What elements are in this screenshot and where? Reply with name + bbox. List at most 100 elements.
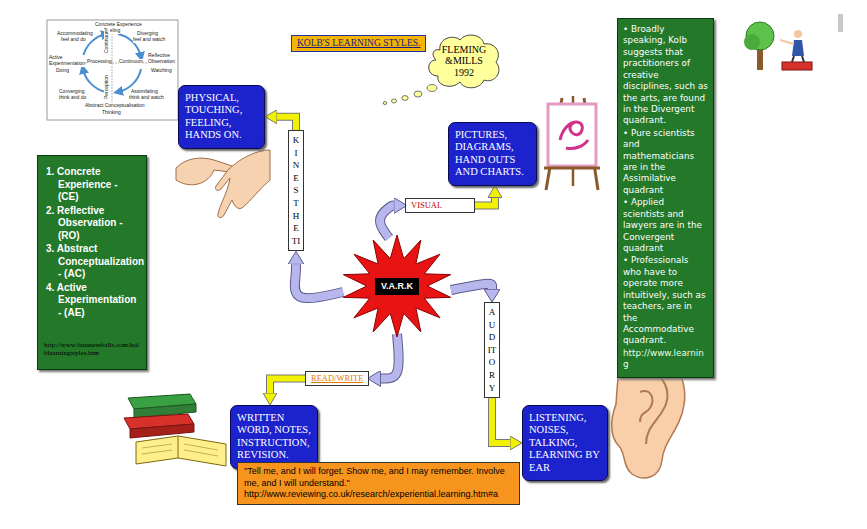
figure-label: think and watch — [129, 95, 164, 101]
node-text: WRITTEN WORD, NOTES, INSTRUCTION, REVISI… — [237, 412, 311, 462]
thought-cloud: FLEMING &MILLS 1992 — [426, 32, 502, 90]
cloud-bubbles-part — [414, 91, 422, 97]
arrow-body — [451, 284, 492, 290]
figure-label: Active Experimentation — [49, 55, 85, 67]
easel-clipart — [544, 96, 600, 190]
arrow-connector — [381, 334, 399, 379]
figure-label: Processing — [87, 59, 112, 65]
arrow-outline — [451, 284, 492, 290]
node-text: AUDITORY — [488, 306, 497, 394]
node-text: 4. Active Experimentation - (AE) — [44, 282, 140, 320]
tree-person-clipart-part — [782, 62, 812, 70]
vertical-label-box: AUDITORY — [484, 302, 500, 398]
kolb-cycle-figure-part — [83, 34, 106, 57]
kolb-cycle-figure-part — [112, 33, 113, 103]
arrow-outline — [380, 206, 394, 238]
arrow-connector — [270, 379, 305, 393]
arrow-outline — [277, 117, 296, 130]
tree-person-clipart-part — [757, 48, 763, 70]
arrow-connector — [492, 398, 510, 443]
figure-label: Accommodating — [57, 31, 93, 37]
style-box: WRITTEN WORD, NOTES, INSTRUCTION, REVISI… — [230, 405, 318, 469]
figure-label: Continuum — [104, 29, 110, 53]
arrow-body — [381, 334, 399, 379]
arrow-outline — [492, 398, 510, 443]
figure-label: Thinking — [102, 110, 121, 116]
figure-label: Diverging — [137, 31, 158, 37]
ear-clipart-part — [636, 371, 668, 444]
node-text: • Broadly speaking, Kolb suggests that p… — [623, 24, 708, 127]
title-box: KOLB'S LEARNING STYLES. — [291, 35, 426, 52]
cloud-bubbles-part — [383, 102, 387, 105]
hands-clipart-part — [215, 150, 270, 218]
arrow-body — [492, 398, 510, 443]
easel-clipart-part — [560, 122, 588, 149]
arrow-body — [270, 379, 305, 393]
figure-label: Perception — [104, 75, 110, 99]
vertical-label-box: KINESTHETI — [288, 130, 304, 251]
easel-clipart-part — [544, 167, 600, 170]
books-clipart-part — [178, 436, 179, 458]
node-text: 1. Concrete Experience - (CE) — [44, 166, 140, 204]
kolb-cycle-figure-part — [83, 69, 106, 92]
books-clipart-part — [136, 436, 226, 466]
easel-clipart-part — [548, 104, 596, 166]
arrow-connector — [277, 117, 296, 130]
books-clipart-part — [142, 444, 218, 456]
tree-person-clipart-part — [792, 40, 804, 56]
kolb-cycle-figure — [47, 20, 178, 120]
style-box: PICTURES, DIAGRAMS, HAND OUTS AND CHARTS… — [448, 122, 537, 186]
figure-label: Abstract Conceptualisation — [85, 103, 144, 109]
node-text: • Pure scientists and mathematicians are… — [623, 128, 708, 197]
figure-label: feel and watch — [133, 37, 165, 43]
style-box: LISTENING, NOISES, TALKING, LEARNING BY … — [522, 405, 608, 481]
cloud-bubbles — [383, 85, 437, 105]
note-panel: • Broadly speaking, Kolb suggests that p… — [617, 18, 714, 378]
tree-person-clipart — [744, 22, 812, 70]
node-text: FLEMING &MILLS 1992 — [438, 44, 490, 79]
hands-clipart — [176, 150, 270, 218]
star-shape — [343, 235, 450, 337]
node-text: • Applied scientists and lawyers are in … — [623, 197, 708, 254]
node-text: READ/WRITE — [311, 373, 363, 384]
label-box: READ/WRITE — [305, 371, 369, 386]
arrow-outline — [475, 198, 495, 206]
arrow-connector — [295, 264, 343, 298]
tree-person-clipart-part — [794, 30, 802, 38]
figure-label: Continuum — [119, 59, 143, 65]
cloud-bubbles-part — [392, 99, 397, 103]
arrow-connector — [451, 284, 492, 290]
books-clipart — [124, 394, 226, 466]
quote-box: "Tell me, and I will forget. Show me, an… — [237, 462, 520, 505]
arrow-outline — [270, 379, 305, 393]
node-text: PHYSICAL, TOUCHING, FEELING, HANDS ON. — [185, 92, 258, 142]
figure-label: Watching — [151, 68, 172, 74]
figure-label: think and do — [59, 95, 86, 101]
cloud-bubbles-part — [402, 96, 408, 101]
arrow-outline — [295, 264, 343, 298]
arrow-body — [295, 264, 343, 298]
books-clipart-part — [130, 424, 194, 438]
node-text: LISTENING, NOISES, TALKING, LEARNING BY … — [529, 412, 601, 474]
node-text: http://www.reviewing.co.uk/research/expe… — [244, 489, 513, 501]
scroll-mark — [838, 14, 843, 32]
arrow-body — [380, 206, 394, 238]
node-text: "Tell me, and I will forget. Show me, an… — [244, 466, 513, 489]
node-text: 3. Abstract Conceptualization - (AC) — [44, 243, 140, 281]
arrow-outline — [381, 334, 399, 379]
label-box: VISUAL — [405, 198, 475, 213]
tree-person-clipart-part — [744, 34, 760, 50]
figure-label: Assimilating — [131, 89, 158, 95]
node-text: KINESTHETI — [292, 134, 301, 247]
style-box: PHYSICAL, TOUCHING, FEELING, HANDS ON. — [178, 85, 265, 149]
cloud-bubbles-part — [427, 85, 437, 92]
star-burst: V.A.R.K — [341, 234, 453, 338]
node-text: V.A.R.K — [375, 278, 419, 295]
arrow-connector — [380, 206, 394, 238]
figure-label: Doing — [56, 68, 69, 74]
node-text: http://www.learning — [623, 348, 708, 371]
list-panel: 1. Concrete Experience - (CE)2. Reflecti… — [37, 155, 147, 370]
arrow-body — [277, 117, 296, 130]
node-text: • Professionals who have to operate more… — [623, 255, 708, 346]
